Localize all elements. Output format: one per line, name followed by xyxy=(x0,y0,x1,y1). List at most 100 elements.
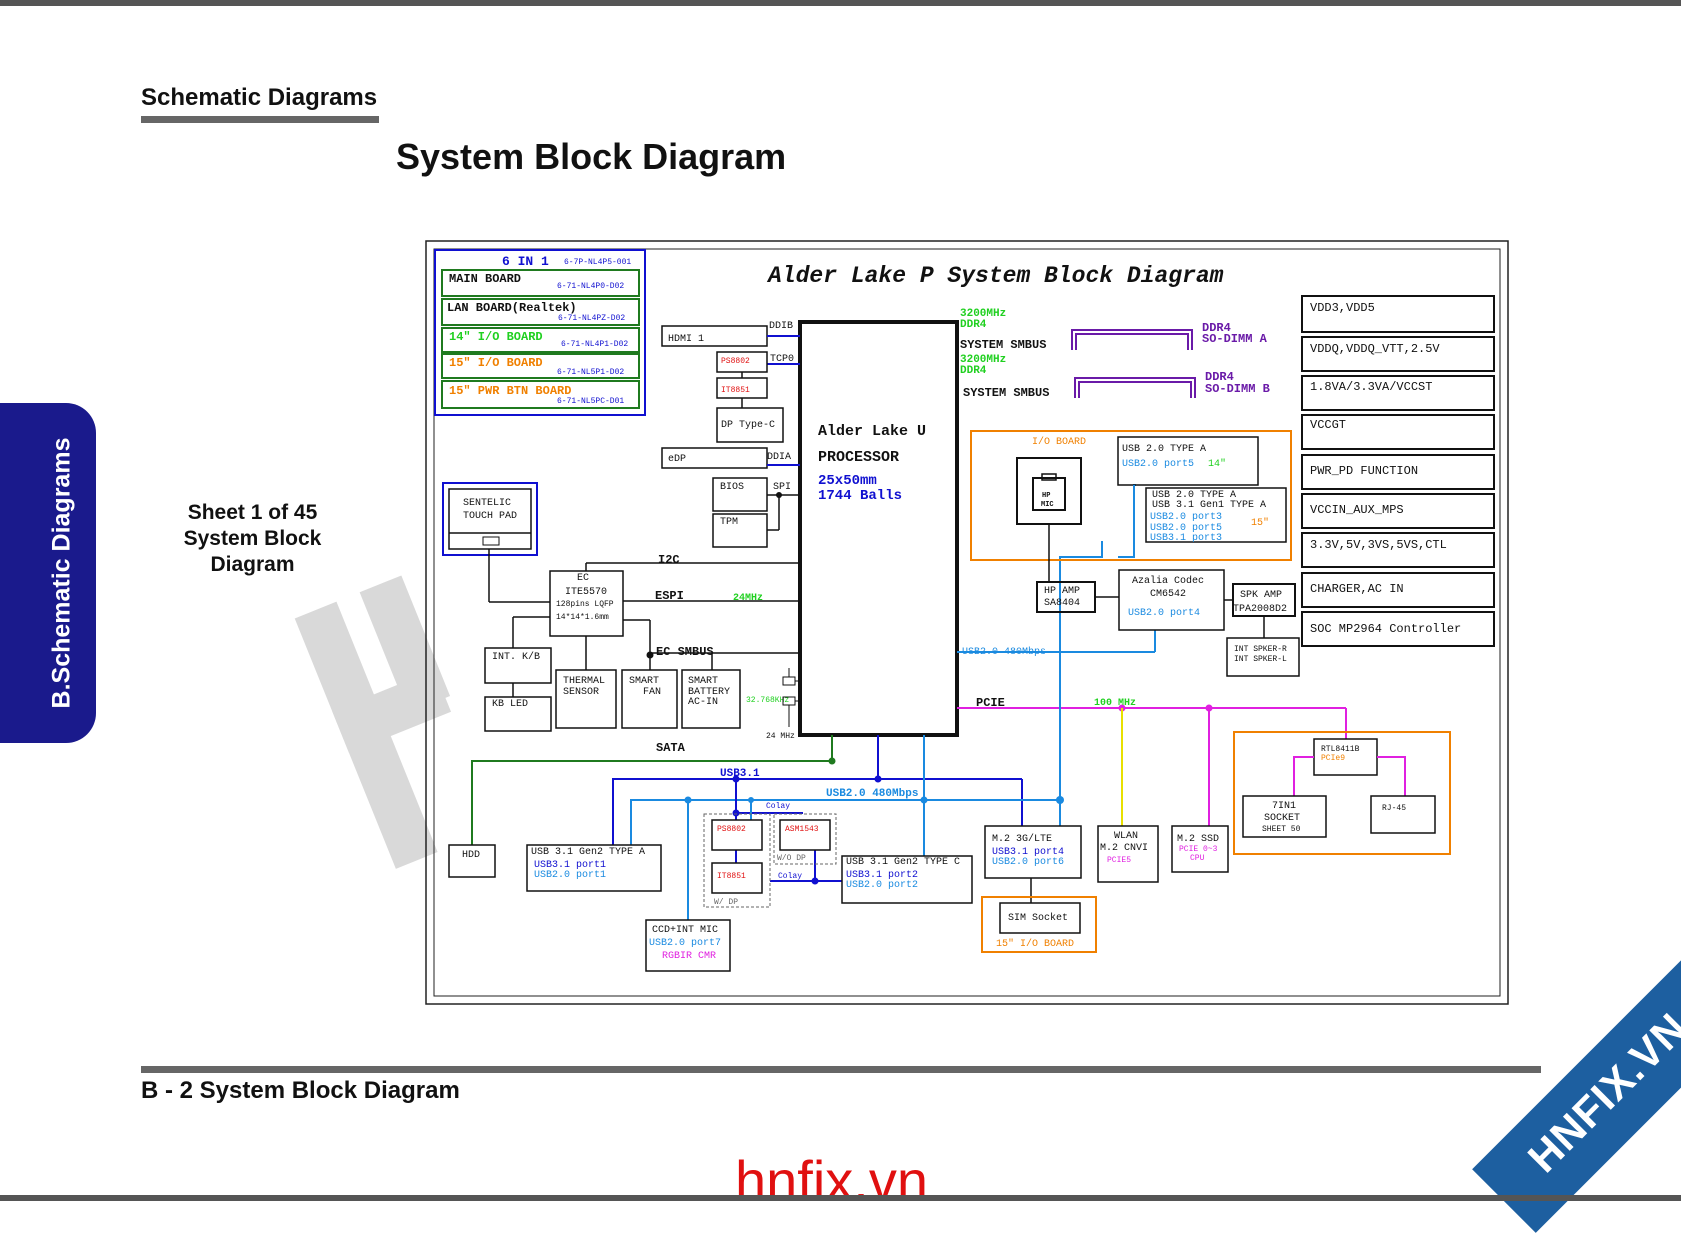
m2-lte: M.2 3G/LTE USB3.1 port4 USB2.0 port6 SIM… xyxy=(981,825,1097,953)
svg-text:USB2.0 480Mbps: USB2.0 480Mbps xyxy=(962,646,1046,658)
svg-text:Colay: Colay xyxy=(778,872,802,881)
bottom-border xyxy=(0,1195,1681,1201)
svg-text:TPM: TPM xyxy=(720,517,738,528)
svg-text:USB3.1 port4: USB3.1 port4 xyxy=(992,847,1064,858)
svg-text:SHEET 50: SHEET 50 xyxy=(1262,825,1301,834)
power-list: VDD3,VDD5 VDDQ,VDDQ_VTT,2.5V 1.8VA/3.3VA… xyxy=(1301,295,1495,647)
svg-text:BATTERY: BATTERY xyxy=(688,687,730,698)
svg-text:M.2 3G/LTE: M.2 3G/LTE xyxy=(992,833,1052,845)
svg-text:6-71-NL5P1-D02: 6-71-NL5P1-D02 xyxy=(557,368,624,377)
svg-text:3200MHz: 3200MHz xyxy=(960,354,1006,366)
svg-text:USB2.0 port5: USB2.0 port5 xyxy=(1150,523,1222,534)
svg-text:SYSTEM SMBUS: SYSTEM SMBUS xyxy=(963,386,1049,400)
svg-text:DDR4: DDR4 xyxy=(1205,370,1234,384)
svg-text:PCIe9: PCIe9 xyxy=(1321,754,1345,763)
sheet-line3: Diagram xyxy=(210,553,295,576)
sata-block: SATA HDD xyxy=(448,735,836,878)
usb-bus: USB3.1 USB2.0 480Mbps xyxy=(612,735,1062,920)
audio-block: HP AMP SA8404 Azalia Codec CM6542 USB2.0… xyxy=(1036,569,1300,677)
svg-text:eDP: eDP xyxy=(668,454,686,465)
bios-block: BIOS SPI TPM xyxy=(712,477,800,548)
footer-label: B - 2 System Block Diagram xyxy=(141,1077,460,1104)
svg-text:SYSTEM SMBUS: SYSTEM SMBUS xyxy=(960,338,1046,352)
board-pwrbtn: 15" PWR BTN BOARD xyxy=(449,384,571,398)
svg-text:PS8802: PS8802 xyxy=(721,357,750,366)
sheet-caption: Sheet 1 of 45 System Block Diagram xyxy=(160,500,345,578)
display-block: HDMI 1 DDIB TCP0 PS8802 IT8851 DP Type-C… xyxy=(661,321,800,469)
usb-type-a: USB 3.1 Gen2 TYPE A USB3.1 port1 USB2.0 … xyxy=(526,844,662,892)
lan-board: RTL8411B PCIe9 7IN1 SOCKET SHEET 50 RJ-4… xyxy=(1233,731,1451,855)
clock-block: 32.768KHz 24 MHz xyxy=(746,668,800,741)
svg-text:128pins LQFP: 128pins LQFP xyxy=(556,600,614,609)
svg-text:15": 15" xyxy=(1251,517,1269,529)
board-list-header: 6 IN 1 xyxy=(502,254,549,269)
svg-text:USB2.0 480Mbps: USB2.0 480Mbps xyxy=(826,788,918,800)
svg-text:ASM1543: ASM1543 xyxy=(785,825,819,834)
svg-text:DDIA: DDIA xyxy=(767,452,791,463)
svg-text:HDMI 1: HDMI 1 xyxy=(668,334,704,345)
power-vccgt: VCCGT xyxy=(1310,418,1346,432)
svg-text:7IN1: 7IN1 xyxy=(1272,801,1296,812)
svg-text:DDR4: DDR4 xyxy=(960,319,987,331)
svg-text:100 MHz: 100 MHz xyxy=(1094,698,1136,709)
power-33v: 3.3V,5V,3VS,5VS,CTL xyxy=(1310,538,1447,552)
ec-peripherals: INT. K/B KB LED THERMAL SENSOR SMART FAN… xyxy=(484,616,741,732)
svg-text:USB3.1 port1: USB3.1 port1 xyxy=(534,860,606,871)
svg-text:USB2.0 port7: USB2.0 port7 xyxy=(649,938,721,949)
svg-text:I2C: I2C xyxy=(658,553,680,567)
camera-block: CCD+INT MIC USB2.0 port7 RGBIR CMR xyxy=(645,919,731,972)
cpu-name: Alder Lake U xyxy=(818,423,926,440)
svg-text:USB2.0 port6: USB2.0 port6 xyxy=(992,857,1064,868)
svg-text:MIC: MIC xyxy=(1041,501,1054,509)
top-border xyxy=(0,0,1681,6)
usb-type-c: USB 3.1 Gen2 TYPE C USB3.1 port2 USB2.0 … xyxy=(841,855,973,904)
svg-text:RJ-45: RJ-45 xyxy=(1382,804,1406,813)
power-vdd3: VDD3,VDD5 xyxy=(1310,301,1375,315)
svg-text:6-71-NL5PC-D01: 6-71-NL5PC-D01 xyxy=(557,397,624,406)
dimm-b: SO-DIMM B xyxy=(1205,382,1270,396)
board-io14: 14" I/O BOARD xyxy=(449,330,543,344)
io-board: I/O BOARD USB 2.0 TYPE A USB2.0 port5 14… xyxy=(970,430,1292,582)
svg-text:SIM Socket: SIM Socket xyxy=(1008,912,1068,924)
cpu-balls: 1744 Balls xyxy=(818,488,902,504)
svg-text:3200MHz: 3200MHz xyxy=(960,308,1006,320)
svg-text:DDR4: DDR4 xyxy=(1202,321,1231,335)
svg-text:M.2 SSD: M.2 SSD xyxy=(1177,834,1219,845)
svg-text:SENTELIC: SENTELIC xyxy=(463,498,511,509)
svg-text:USB3.1 port3: USB3.1 port3 xyxy=(1150,533,1222,544)
ec-block: EC ITE5570 128pins LQFP 14*14*1.6mm I2C … xyxy=(549,553,800,659)
touchpad-block: SENTELIC TOUCH PAD xyxy=(442,482,550,603)
power-charger: CHARGER,AC IN xyxy=(1310,582,1404,596)
svg-text:I/O BOARD: I/O BOARD xyxy=(1032,436,1086,448)
svg-text:CPU: CPU xyxy=(1190,854,1205,863)
sheet-line2: System Block xyxy=(183,527,322,550)
svg-text:INT SPKER-L: INT SPKER-L xyxy=(1234,655,1287,664)
svg-text:CM6542: CM6542 xyxy=(1150,589,1186,600)
power-vddq: VDDQ,VDDQ_VTT,2.5V xyxy=(1310,342,1440,356)
svg-text:Azalia Codec: Azalia Codec xyxy=(1132,575,1204,587)
sheet-number: Sheet 1 of 45 xyxy=(187,501,318,524)
outer-frame xyxy=(425,240,1509,1005)
pcie-bus: PCIE 100 MHz USB2.0 480Mbps xyxy=(957,484,1347,826)
svg-text:SOCKET: SOCKET xyxy=(1264,813,1300,824)
svg-text:WLAN: WLAN xyxy=(1114,831,1138,842)
svg-text:24MHz: 24MHz xyxy=(733,593,763,604)
board-list-pn: 6-7P-NL4P5-001 xyxy=(564,258,631,267)
svg-text:HP AMP: HP AMP xyxy=(1044,586,1080,597)
svg-text:RGBIR CMR: RGBIR CMR xyxy=(662,951,716,962)
svg-text:TCP0: TCP0 xyxy=(770,354,794,365)
side-tab[interactable]: B.Schematic Diagrams xyxy=(0,403,96,743)
svg-text:THERMAL: THERMAL xyxy=(563,676,605,687)
svg-text:ITE5570: ITE5570 xyxy=(565,587,607,598)
svg-text:SMART: SMART xyxy=(688,676,718,687)
cpu-block: Alder Lake U PROCESSOR 25x50mm 1744 Ball… xyxy=(798,320,959,737)
svg-text:32.768KHz: 32.768KHz xyxy=(746,696,789,705)
svg-text:15" I/O BOARD: 15" I/O BOARD xyxy=(996,938,1074,950)
svg-text:FAN: FAN xyxy=(643,687,661,698)
watermark-text: hnfix.vn xyxy=(735,1149,928,1212)
svg-text:PCIE 0~3: PCIE 0~3 xyxy=(1179,845,1218,854)
svg-text:SPI: SPI xyxy=(773,482,791,493)
svg-text:USB3.1: USB3.1 xyxy=(720,768,760,780)
svg-text:AC-IN: AC-IN xyxy=(688,697,718,708)
svg-text:DDR4: DDR4 xyxy=(960,365,987,377)
